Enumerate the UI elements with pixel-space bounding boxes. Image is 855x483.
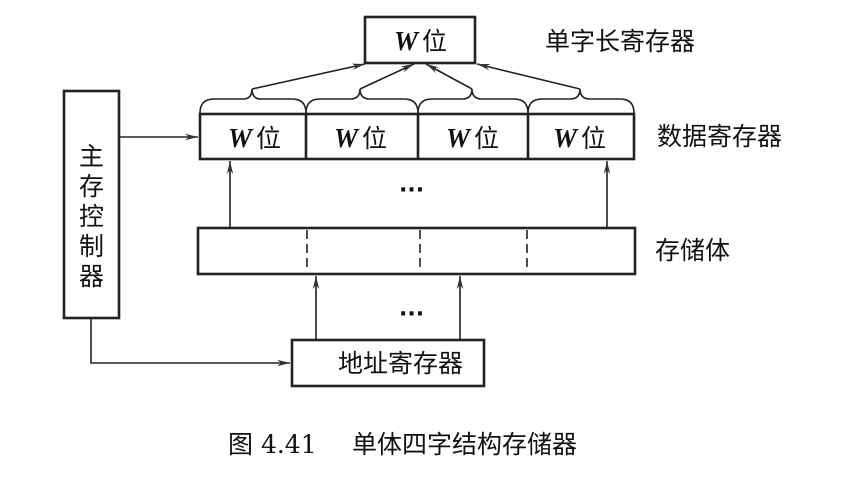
brace-3 [417, 88, 529, 114]
brace-2 [305, 88, 419, 114]
single-word-register-label: 单字长寄存器 [545, 27, 695, 56]
word-arrows [251, 63, 581, 90]
ellipsis-upper: ··· [399, 178, 424, 203]
figure-title: 单体四字结构存储器 [352, 430, 577, 459]
top-register-unit: 位 [422, 27, 447, 56]
controller-char-5: 器 [79, 262, 104, 291]
arrow-word-4 [476, 63, 581, 90]
data-register [198, 112, 636, 161]
single-word-register [363, 15, 477, 65]
controller-char-2: 存 [79, 172, 104, 201]
address-register-label: 地址寄存器 [338, 349, 463, 378]
memory-body [196, 226, 637, 276]
braces [199, 88, 635, 114]
top-register-var: W [394, 26, 420, 56]
address-register [290, 338, 486, 388]
controller-char-4: 制 [79, 232, 104, 261]
brace-1 [199, 88, 307, 114]
controller-char-3: 控 [79, 202, 104, 231]
arrow-controller-to-address-register [90, 318, 290, 367]
cell-1-unit: 位 [256, 124, 281, 153]
memory-controller-label: 主 存 控 制 器 [79, 142, 104, 291]
arrow-word-1 [251, 63, 366, 90]
cell-2-var: W [334, 123, 360, 153]
brace-4 [527, 88, 635, 114]
cell-1-var: W [228, 123, 254, 153]
data-register-label: 数据寄存器 [657, 122, 782, 151]
arrow-word-2 [359, 63, 415, 90]
cell-4-unit: 位 [581, 124, 606, 153]
ellipsis-lower: ··· [399, 302, 424, 327]
cell-3-var: W [446, 123, 472, 153]
cell-4-var: W [553, 123, 579, 153]
cell-2-unit: 位 [362, 124, 387, 153]
memory-body-label: 存储体 [655, 236, 730, 265]
data-register-cells: W 位 W 位 W 位 W 位 [228, 123, 606, 153]
controller-char-1: 主 [79, 142, 104, 171]
figure-number: 图 4.41 [228, 430, 317, 459]
arrow-word-3 [425, 63, 473, 90]
cell-3-unit: 位 [474, 124, 499, 153]
